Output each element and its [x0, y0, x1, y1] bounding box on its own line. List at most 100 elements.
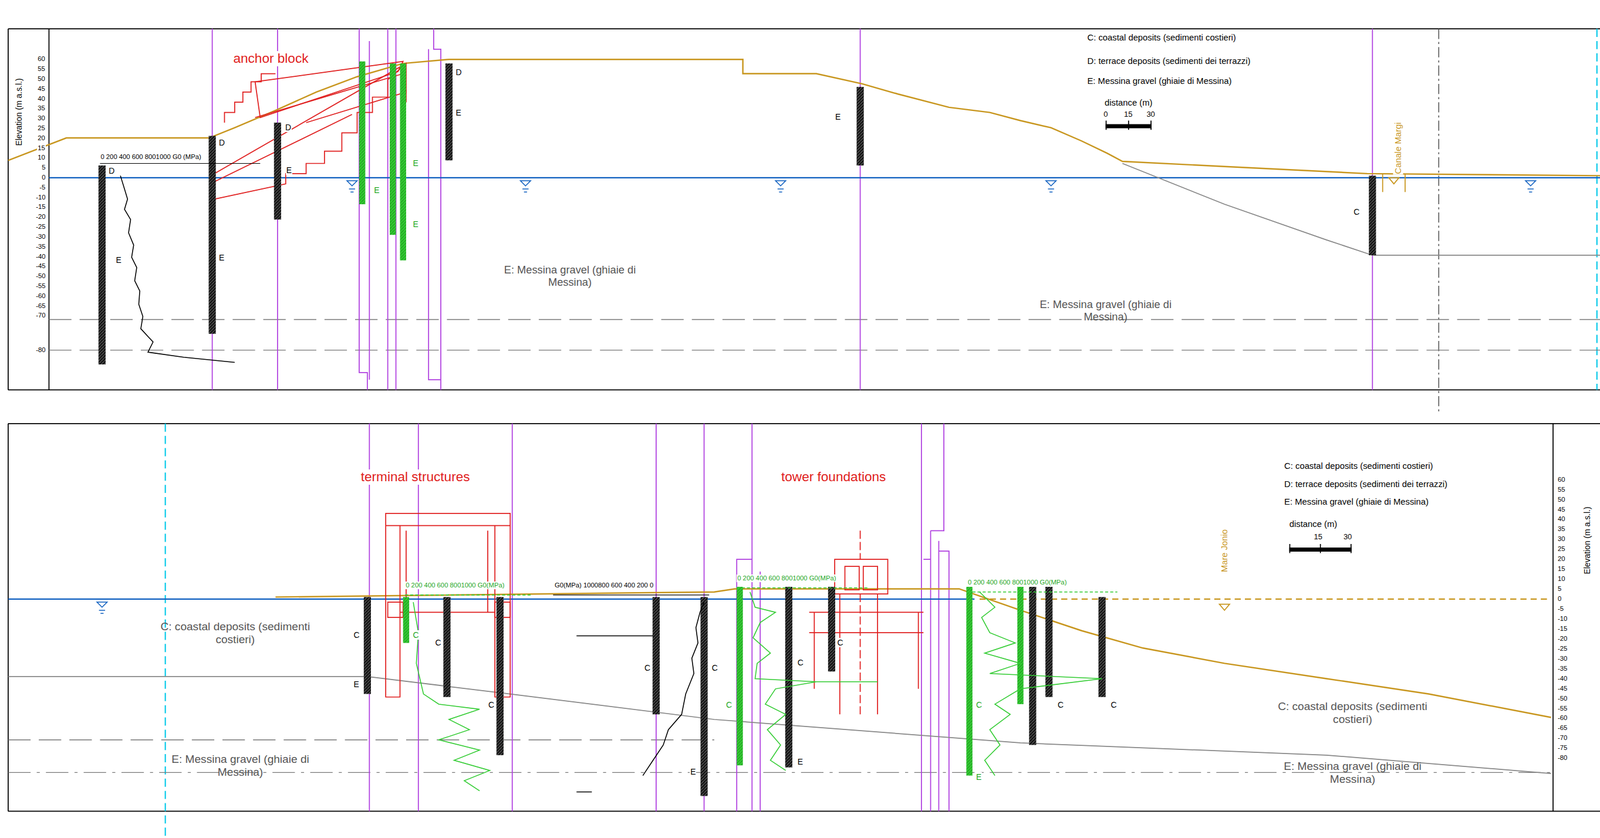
axis-tick-label: -50	[1557, 694, 1568, 703]
axis-tick-label: -35	[1557, 665, 1568, 673]
axis-tick-label: -15	[1557, 625, 1568, 633]
soil-letter: E	[353, 679, 360, 690]
axis-tick-label: -10	[35, 193, 46, 202]
axis-tick-label: -25	[35, 223, 46, 231]
axis-tick-label: 0	[1557, 595, 1562, 603]
legend-text: C: coastal deposits (sedimenti costieri)	[1283, 461, 1434, 472]
axis-tick-label: -80	[35, 346, 46, 354]
axis-tick-label: 50	[1557, 495, 1566, 504]
axis-tick-label: -60	[35, 292, 46, 300]
axis-tick-label: 45	[36, 85, 46, 93]
axis-tick-label: -45	[35, 262, 46, 270]
legend-text: D: terrace deposits (sedimenti dei terra…	[1283, 479, 1448, 490]
place-name: Canale Margi	[1392, 121, 1403, 175]
structure-title: anchor block	[232, 51, 309, 67]
legend-text: distance (m)	[1104, 98, 1153, 108]
axis-tick-label: -30	[35, 233, 46, 241]
scale-number: 30	[1342, 532, 1353, 542]
axis-tick-label: 35	[36, 104, 46, 113]
stiffness-scale: G0(MPa) 1000800 600 400 200 0	[554, 581, 654, 590]
axis-tick-label: -60	[1557, 714, 1568, 722]
axis-tick-label: 40	[1557, 515, 1566, 523]
structure-title: tower foundations	[780, 469, 887, 485]
axis-tick-label: 10	[1557, 575, 1566, 583]
axis-tick-label: -5	[1557, 605, 1565, 613]
legend-text: E: Messina gravel (ghiaie di Messina)	[1087, 76, 1233, 87]
soil-letter: C	[434, 638, 442, 648]
soil-label: C: coastal deposits (sedimenti costieri)	[1270, 700, 1436, 727]
soil-label: E: Messina gravel (ghiaie di Messina)	[1270, 760, 1436, 786]
axis-tick-label: -35	[35, 242, 46, 251]
soil-letter: C	[353, 630, 361, 640]
legend-text: D: terrace deposits (sedimenti dei terra…	[1087, 56, 1252, 67]
soil-letter: C	[1352, 207, 1360, 217]
axis-tick-label: -65	[35, 302, 46, 310]
stiffness-scale: 0 200 400 600 8001000 G0(MPa)	[967, 578, 1068, 587]
axis-title: Elevation (m a.s.l.)	[1581, 506, 1592, 576]
axis-tick-label: -70	[35, 311, 46, 320]
axis-tick-label: -50	[35, 272, 46, 280]
soil-letter: D	[454, 67, 462, 77]
axis-tick-label: -80	[1557, 754, 1568, 762]
axis-tick-label: -10	[1557, 615, 1568, 623]
soil-letter: E	[797, 757, 804, 767]
axis-tick-label: -20	[1557, 635, 1568, 643]
scale-number: 0	[1102, 110, 1109, 120]
soil-letter: C	[797, 657, 805, 668]
axis-tick-label: 10	[36, 153, 46, 162]
soil-letter: D	[107, 166, 116, 176]
soil-label: E: Messina gravel (ghiaie di Messina)	[487, 263, 653, 289]
axis-tick-label: -55	[1557, 704, 1568, 713]
axis-tick-label: 45	[1557, 505, 1566, 514]
axis-tick-label: 20	[36, 134, 46, 143]
soil-letter: E	[115, 255, 123, 265]
soil-label: E: Messina gravel (ghiaie di Messina)	[158, 753, 323, 779]
axis-tick-label: 40	[36, 95, 46, 103]
axis-tick-label: -70	[1557, 734, 1568, 742]
soil-letter: E	[975, 772, 982, 782]
stiffness-scale: 0 200 400 600 8001000 G0(MPa)	[404, 581, 505, 590]
structure-title: terminal structures	[360, 469, 471, 485]
axis-tick-label: -55	[35, 282, 46, 290]
soil-letter: E	[689, 767, 697, 777]
legend-text: distance (m)	[1288, 519, 1338, 530]
soil-letter: C	[836, 638, 845, 648]
stiffness-scale: 0 200 400 600 8001000 G0 (MPa)	[99, 153, 202, 161]
soil-letter: C	[412, 630, 420, 640]
axis-tick-label: 30	[1557, 535, 1566, 543]
axis-tick-label: 25	[36, 124, 46, 133]
axis-tick-label: 20	[1557, 555, 1566, 563]
soil-letter: E	[412, 219, 419, 229]
place-name: Mare Jonio	[1219, 528, 1230, 573]
axis-tick-label: -25	[1557, 645, 1568, 653]
soil-letter: C	[643, 663, 651, 673]
scale-number: 15	[1313, 532, 1323, 542]
axis-tick-label: -5	[38, 183, 46, 192]
scale-number: 30	[1145, 110, 1156, 120]
legend-text: C: coastal deposits (sedimenti costieri)	[1087, 32, 1237, 43]
soil-label: E: Messina gravel (ghiaie di Messina)	[1023, 298, 1188, 323]
axis-tick-label: -75	[1557, 744, 1568, 752]
axis-tick-label: 30	[36, 114, 46, 123]
axis-tick-label: -65	[1557, 724, 1568, 732]
soil-letter: E	[834, 112, 842, 122]
soil-letter: E	[373, 185, 380, 195]
soil-letter: E	[454, 107, 462, 118]
soil-letter: D	[218, 137, 226, 148]
soil-letter: C	[487, 700, 495, 710]
axis-tick-label: 15	[36, 144, 46, 153]
axis-tick-label: 55	[1557, 485, 1566, 494]
axis-tick-label: 60	[36, 55, 46, 63]
axis-tick-label: 55	[36, 65, 46, 73]
soil-letter: C	[725, 700, 733, 710]
soil-letter: D	[284, 122, 292, 133]
soil-letter: C	[975, 700, 983, 710]
axis-tick-label: 5	[1557, 585, 1562, 593]
axis-tick-label: -40	[1557, 674, 1568, 683]
soil-letter: E	[218, 252, 225, 263]
soil-letter: E	[412, 158, 419, 168]
axis-tick-label: -15	[35, 203, 46, 211]
axis-tick-label: -45	[1557, 684, 1568, 693]
soil-label: C: coastal deposits (sedimenti costieri)	[153, 620, 318, 647]
